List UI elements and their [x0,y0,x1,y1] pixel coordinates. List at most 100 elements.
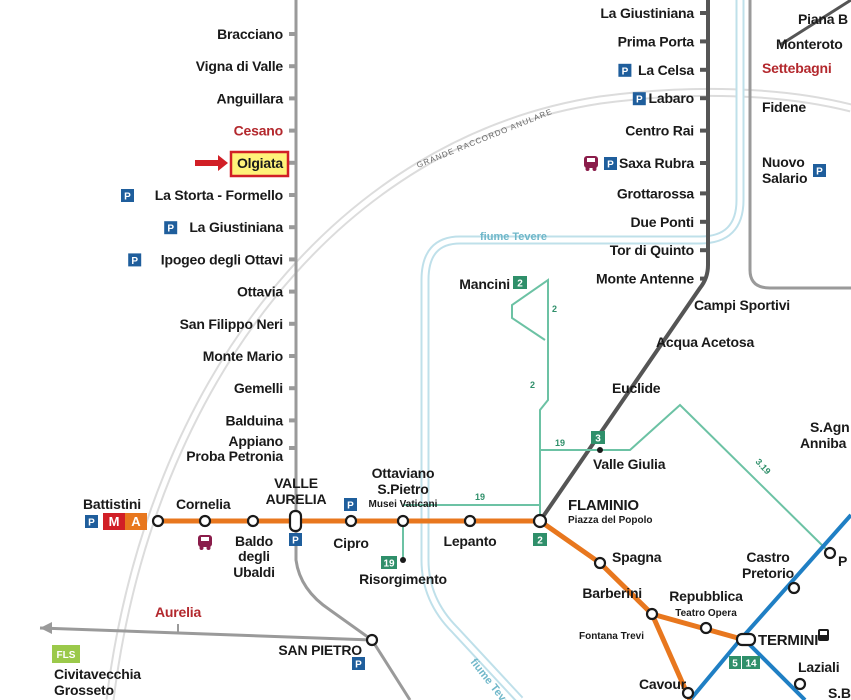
station-lepanto[interactable] [463,514,477,528]
fl1-station-label[interactable]: Saxa Rubra [619,155,695,171]
station-label-grosseto[interactable]: Grosseto [54,682,114,698]
station-valle-aurelia[interactable] [288,509,303,533]
station-label-degli[interactable]: degli [238,548,270,564]
station-label-san-pietro[interactable]: SAN PIETRO [278,642,362,658]
tram-number-label: 2 [530,380,535,390]
station-label-aurelia-valle[interactable]: AURELIA [266,491,327,507]
station-label-salario[interactable]: Salario [762,170,807,186]
parking-icon-label: P [636,95,643,106]
arrow-icon [195,155,228,171]
station-label-ottaviano[interactable]: Ottaviano [372,465,435,481]
station-label-valle-giulia[interactable]: Valle Giulia [593,456,666,472]
fl1-station-label[interactable]: Monte Antenne [596,271,695,287]
station-label-annibaliano[interactable]: Anniba [800,435,847,451]
station-label-acqua-acetosa[interactable]: Acqua Acetosa [656,334,755,350]
station-label-mancini[interactable]: Mancini [459,276,510,292]
station-baldo-degli-ubaldi[interactable] [246,514,260,528]
station-barberini[interactable] [645,607,659,621]
station-label-monterotondo[interactable]: Monteroto [776,36,843,52]
station-label-pretorio[interactable]: Pretorio [742,565,794,581]
station-label-s-pietro[interactable]: S.Pietro [377,481,429,497]
station-termini[interactable] [735,632,757,647]
station-label-fidene[interactable]: Fidene [762,99,807,115]
station-flaminio[interactable] [532,513,548,529]
station-label-s-agnese[interactable]: S.Agn [810,419,850,435]
station-label-flaminio[interactable]: FLAMINIO [568,497,640,514]
station-label-laziali[interactable]: Laziali [798,659,840,675]
parking-icon: P [128,253,142,267]
fl3-station-label[interactable]: La Storta - Formello [155,187,283,203]
fl3-station-label[interactable]: San Filippo Neri [180,316,284,332]
station-laziali[interactable] [793,677,807,691]
station-label-musei-vaticani[interactable]: Musei Vaticani [369,499,438,510]
station-label-fontana-trevi[interactable]: Fontana Trevi [579,631,644,642]
station-label-campi-sportivi[interactable]: Campi Sportivi [694,297,790,313]
fl3-station-label[interactable]: Cesano [234,123,284,139]
station-label-risorgimento[interactable]: Risorgimento [359,571,447,587]
fl3-station-label[interactable]: Vigna di Valle [196,58,284,74]
parking-icon: P [85,515,98,529]
station-label-cornelia[interactable]: Cornelia [176,496,231,512]
station-label-termini[interactable]: TERMINI [758,632,818,649]
fl1-station-label[interactable]: Grottarossa [617,185,695,201]
fl1-station-label[interactable]: Due Ponti [630,214,694,230]
parking-icon: P [164,221,178,235]
station-cipro[interactable] [344,514,358,528]
tram-number-label: 2 [552,304,557,314]
fl3-station-label[interactable]: Gemelli [234,380,283,396]
fl3-station-label[interactable]: Ottavia [237,284,284,300]
station-label-civitavecchia[interactable]: Civitavecchia [54,666,142,682]
station-label-sb-edge[interactable]: S.B [828,685,851,700]
station-label-piana-bella[interactable]: Piana B [798,11,848,27]
station-label-barberini[interactable]: Barberini [582,585,642,601]
metro-a-stations [151,509,837,700]
station-battistini[interactable] [151,514,165,528]
station-cavour[interactable] [681,686,695,700]
fl3-station-label[interactable]: La Giustiniana [189,219,283,235]
fl1-station-label[interactable]: Prima Porta [618,33,695,49]
parking-icon-label: P [355,660,362,671]
tram-badge-label: 2 [517,279,523,290]
station-castro-pretorio[interactable] [787,581,801,595]
station-label-cipro[interactable]: Cipro [333,535,369,551]
station-label-castro[interactable]: Castro [746,549,789,565]
station-san-pietro[interactable] [365,633,379,647]
fl3-station-label[interactable]: Balduina [225,412,283,428]
station-ottaviano[interactable] [396,514,410,528]
station-label-valle[interactable]: VALLE [274,475,318,491]
fl1-station-label[interactable]: Centro Rai [625,123,694,139]
fl1-station-label[interactable]: Tor di Quinto [610,242,694,258]
fl3-station-label[interactable]: Ipogeo degli Ottavi [161,251,283,267]
station-label-teatro-opera[interactable]: Teatro Opera [675,608,737,619]
station-label-repubblica[interactable]: Repubblica [669,588,743,604]
fl1-station-label[interactable]: La Celsa [638,62,695,78]
station-label-battistini[interactable]: Battistini [83,496,141,512]
station-label-ubaldi[interactable]: Ubaldi [233,564,275,580]
fl3-station-label[interactable]: Olgiata [237,155,284,171]
station-label-spagna[interactable]: Spagna [612,549,662,565]
station-label-settebagni[interactable]: Settebagni [762,60,832,76]
station-label-nuovo[interactable]: Nuovo [762,154,805,170]
station-label-appiano[interactable]: Appiano [228,433,283,449]
station-label-aurelia[interactable]: Aurelia [155,604,202,620]
station-spagna[interactable] [593,556,607,570]
olgiata-highlight [229,150,290,178]
station-label-piazza-del-popolo[interactable]: Piazza del Popolo [568,515,652,526]
station-label-proba-petronia[interactable]: Proba Petronia [186,448,283,464]
station-label-lepanto[interactable]: Lepanto [443,533,496,549]
station-repubblica[interactable] [699,621,713,635]
fl3-station-label[interactable]: Anguillara [217,90,284,106]
parking-icon: P [604,157,617,171]
fl3-station-label[interactable]: Bracciano [217,26,283,42]
parking-icon-label: P [88,518,95,529]
station-label-baldo[interactable]: Baldo [235,533,273,549]
fl1-station-label[interactable]: Labaro [649,90,695,106]
station-label-euclide[interactable]: Euclide [612,380,661,396]
station-label-p-edge[interactable]: P [838,553,847,569]
station-label-cavour[interactable]: Cavour [639,676,687,692]
fl1-station-label[interactable]: La Giustiniana [600,5,694,21]
station-p-edge[interactable] [823,546,837,560]
station-cornelia[interactable] [198,514,212,528]
fl3-station-label[interactable]: Monte Mario [203,348,283,364]
parking-icon: P [618,63,632,77]
